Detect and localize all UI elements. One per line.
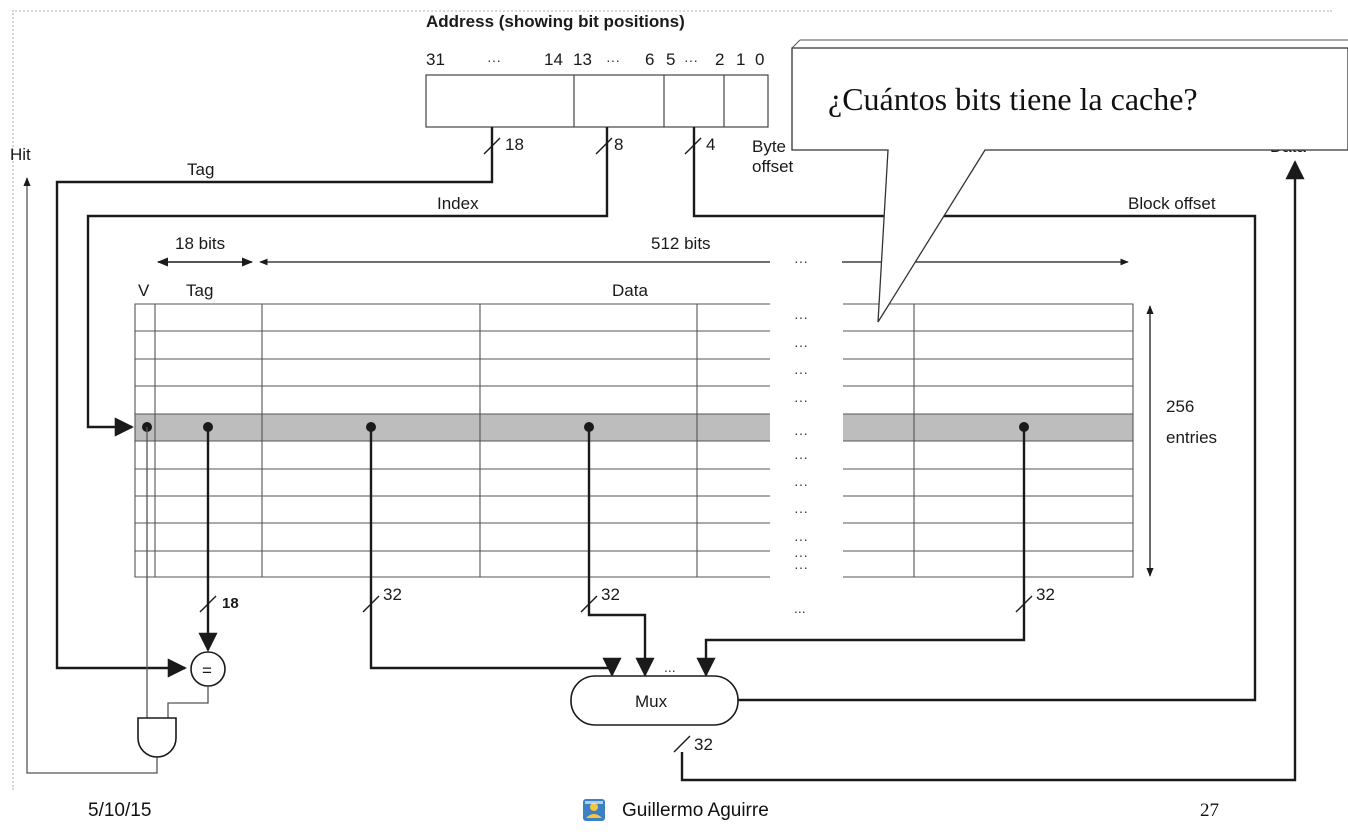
table-ellipsis: ···	[794, 337, 808, 353]
table-ellipsis: ···	[794, 364, 808, 380]
bit-31: 31	[426, 50, 445, 69]
bit-0: 0	[755, 50, 764, 69]
offset-width-label: 4	[706, 135, 715, 154]
tag-wire-label: Tag	[187, 160, 214, 179]
hit-and-gate	[137, 717, 177, 758]
index-width-label: 8	[614, 135, 623, 154]
footer-date: 5/10/15	[88, 800, 152, 821]
table-ellipsis: ···	[794, 531, 808, 547]
footer-author: Guillermo Aguirre	[622, 800, 769, 821]
word15-wire	[696, 427, 1026, 677]
word15-width-label: 32	[1036, 585, 1055, 604]
index-wire-label: Index	[437, 194, 479, 213]
table-ellipsis: ···	[794, 425, 808, 441]
mux-output-width-label: 32	[694, 735, 713, 754]
bit-dots-3: ···	[684, 52, 698, 68]
data-bus-ellipsis: ...	[794, 600, 806, 616]
byte-offset-label: offset	[752, 157, 794, 176]
word0-width-label: 32	[383, 585, 402, 604]
entries-count-label: 256	[1166, 397, 1194, 416]
table-ellipsis: ···	[794, 309, 808, 325]
block-offset-label: Block offset	[1128, 194, 1216, 213]
address-title: Address (showing bit positions)	[426, 12, 685, 31]
entries-word-label: entries	[1166, 428, 1217, 447]
width-ellipsis: ···	[794, 253, 808, 269]
selected-cache-row-right	[843, 414, 1133, 441]
tag-wire	[55, 127, 494, 678]
table-ellipsis-column: ·································	[794, 309, 808, 575]
bit-13: 13	[573, 50, 592, 69]
data-bits-label: 512 bits	[651, 234, 711, 253]
bit-14: 14	[544, 50, 563, 69]
table-ellipsis: ···	[794, 392, 808, 408]
stored-tag-tick	[199, 595, 217, 613]
table-ellipsis: ···	[794, 547, 808, 563]
comparator-symbol: =	[202, 661, 212, 680]
bit-5: 5	[666, 50, 675, 69]
address-register	[425, 74, 769, 128]
word1-wire	[587, 427, 655, 677]
word1-width-label: 32	[601, 585, 620, 604]
hit-wire	[23, 177, 158, 774]
slide-border-top	[12, 10, 1332, 12]
tag-width-label: 18	[505, 135, 524, 154]
word0-wire	[369, 427, 622, 677]
bit-1: 1	[736, 50, 745, 69]
data-output-wire	[680, 160, 1305, 782]
table-ellipsis: ···	[794, 476, 808, 492]
tag-bits-label: 18 bits	[175, 234, 225, 253]
mux-input-ellipsis: ...	[664, 659, 676, 675]
comparator-to-and-wire	[167, 686, 209, 718]
column-data-header: Data	[612, 281, 648, 300]
byte-label: Byte	[752, 137, 786, 156]
bit-dots-2: ···	[606, 52, 620, 68]
question-callout: ¿Cuántos bits tiene la cache?	[791, 39, 1348, 323]
bit-dots-1: ···	[487, 52, 501, 68]
data-bus-ticks	[362, 595, 1033, 753]
selected-cache-row	[135, 414, 770, 441]
hit-label: Hit	[10, 145, 31, 164]
index-wire	[86, 127, 609, 437]
table-ellipsis: ···	[794, 503, 808, 519]
university-logo-icon	[583, 799, 605, 821]
slide-page-number: 27	[1200, 800, 1219, 821]
bit-6: 6	[645, 50, 654, 69]
column-v-header: V	[138, 281, 150, 300]
mux-label: Mux	[635, 692, 668, 711]
stored-tag-width-label: 18	[222, 595, 239, 612]
cache-table	[134, 303, 1134, 578]
table-ellipsis: ···	[794, 449, 808, 465]
column-tag-header: Tag	[186, 281, 213, 300]
bit-2: 2	[715, 50, 724, 69]
data-mux	[570, 675, 739, 726]
callout-question: ¿Cuántos bits tiene la cache?	[828, 81, 1198, 117]
block-offset-wire	[692, 127, 1257, 702]
table-ellipsis: ···	[794, 559, 808, 575]
slide-border-left	[12, 10, 14, 790]
